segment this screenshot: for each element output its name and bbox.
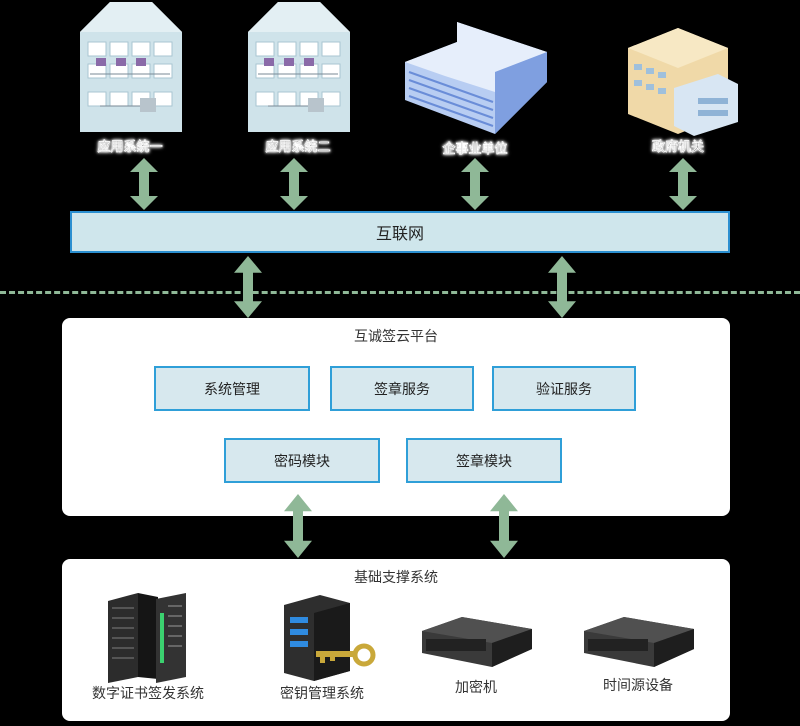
double-arrow	[669, 158, 697, 210]
device-label-key-management: 密钥管理系统	[280, 686, 364, 702]
module-signature-service: 签章服务	[330, 366, 474, 411]
internet-bar: 互联网	[70, 211, 730, 253]
device-label-time-source: 时间源设备	[603, 678, 673, 694]
office-building-icon	[248, 2, 350, 132]
platform-panel: 互诚签云平台 系统管理 签章服务 验证服务 密码模块 签章模块	[62, 318, 730, 516]
double-arrow	[461, 158, 489, 210]
module-verification-service: 验证服务	[492, 366, 636, 411]
entity-label-app-system-1: 应用系统一	[97, 140, 163, 155]
device-label-cert-issuance: 数字证书签发系统	[92, 686, 204, 702]
module-system-management: 系统管理	[154, 366, 310, 411]
encryption-machine-icon	[422, 617, 532, 669]
server-rack-icon	[108, 593, 188, 683]
entity-label-enterprise: 企事业单位	[442, 142, 508, 157]
module-seal: 签章模块	[406, 438, 562, 483]
entity-label-app-system-2: 应用系统二	[265, 140, 331, 155]
double-arrow	[490, 494, 518, 558]
key-server-icon	[280, 595, 384, 681]
double-arrow	[234, 256, 262, 318]
network-boundary-divider	[0, 291, 800, 294]
office-building-icon	[80, 2, 182, 132]
platform-title: 互诚签云平台	[354, 329, 438, 345]
double-arrow	[130, 158, 158, 210]
double-arrow	[284, 494, 312, 558]
infrastructure-title: 基础支撑系统	[354, 570, 438, 586]
enterprise-building-icon	[405, 22, 547, 134]
module-crypto: 密码模块	[224, 438, 380, 483]
time-source-device-icon	[584, 617, 694, 669]
entity-label-government: 政府机关	[651, 140, 704, 155]
double-arrow	[280, 158, 308, 210]
government-building-icon	[618, 18, 740, 138]
device-label-encryption-machine: 加密机	[455, 680, 497, 696]
double-arrow	[548, 256, 576, 318]
infrastructure-panel: 基础支撑系统	[62, 559, 730, 721]
